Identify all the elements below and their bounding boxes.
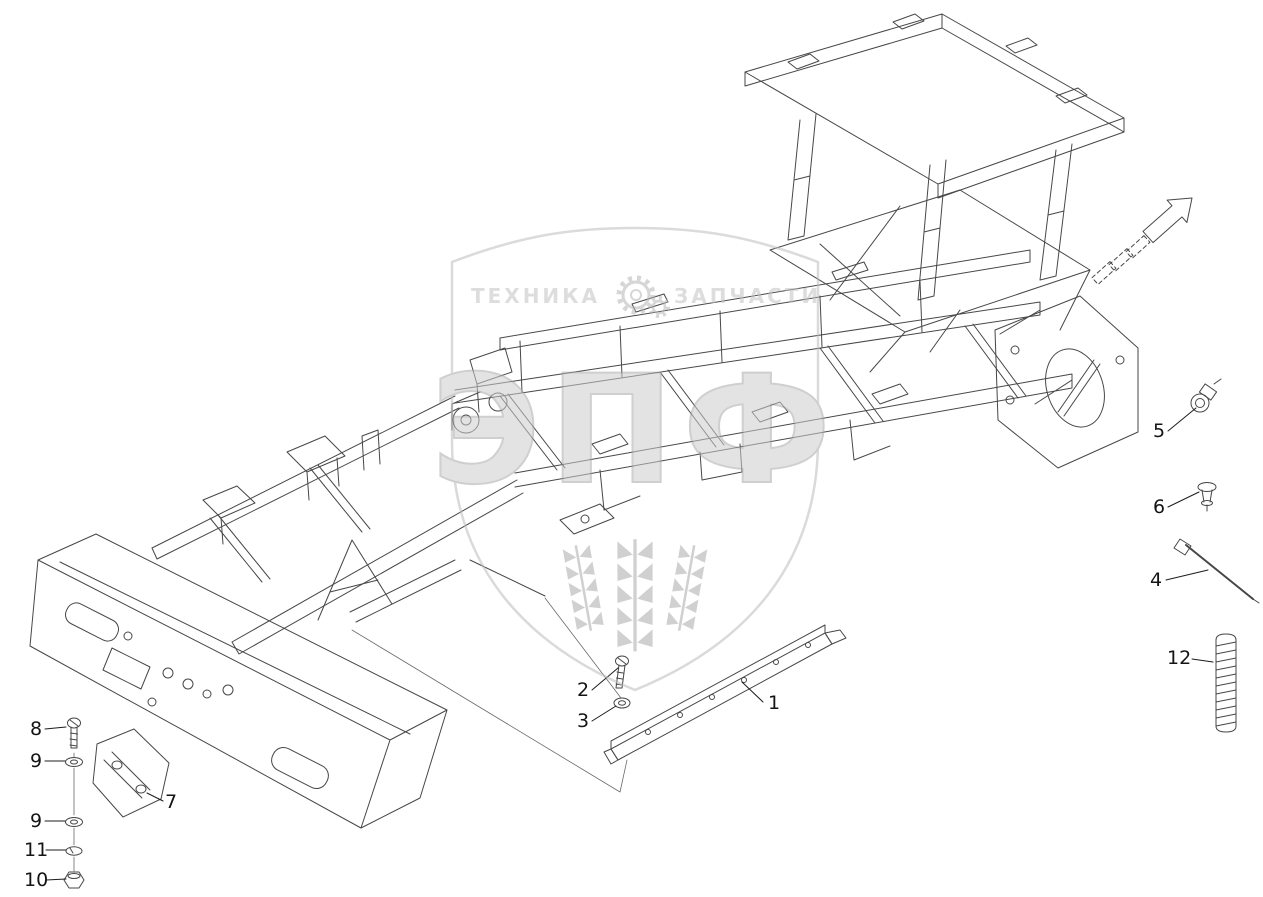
callout-3: 3 bbox=[577, 710, 590, 732]
part-5-hose-clamp-drawing bbox=[1190, 378, 1222, 413]
callout-5: 5 bbox=[1153, 420, 1166, 442]
part-11-spring-washer-drawing bbox=[65, 846, 83, 856]
projection-lines bbox=[351, 597, 628, 793]
part-9-washer-drawing-upper bbox=[65, 757, 83, 767]
part-9-washer-drawing-lower bbox=[65, 817, 83, 827]
front-bumper bbox=[29, 533, 448, 829]
callout-9-upper: 9 bbox=[30, 750, 43, 772]
part-4-cable-tie-drawing bbox=[1173, 538, 1260, 604]
watermark: ТЕХНИКА ЗАПЧАСТИ ЭПФ bbox=[430, 226, 839, 692]
front-frame bbox=[151, 395, 615, 655]
callout-12: 12 bbox=[1167, 647, 1192, 669]
part-6-clip-drawing bbox=[1197, 482, 1217, 512]
watermark-right-text: ЗАПЧАСТИ bbox=[674, 284, 821, 308]
part-10-nut-drawing bbox=[63, 871, 85, 889]
callout-11: 11 bbox=[24, 839, 49, 861]
callout-7: 7 bbox=[165, 791, 178, 813]
rear-frame-tower bbox=[744, 13, 1125, 373]
callout-9-lower: 9 bbox=[30, 810, 43, 832]
leader-lines bbox=[44, 407, 1214, 881]
wheat-ears-decoration bbox=[562, 539, 708, 652]
part-12-corrugated-hose-drawing bbox=[1215, 633, 1237, 733]
gear-icon bbox=[616, 275, 670, 318]
callout-6: 6 bbox=[1153, 496, 1166, 518]
part-8-screw-drawing bbox=[67, 717, 81, 749]
watermark-left-text: ТЕХНИКА bbox=[471, 284, 600, 308]
watermark-logo-text: ЭПФ bbox=[431, 344, 839, 518]
chassis-line-art bbox=[29, 13, 1260, 889]
callout-8: 8 bbox=[30, 718, 43, 740]
part-2-screw-drawing bbox=[615, 655, 629, 689]
direction-arrow-icon bbox=[1091, 197, 1193, 285]
callout-4: 4 bbox=[1150, 569, 1163, 591]
main-rails-rear bbox=[451, 249, 1073, 511]
part-3-washer-drawing bbox=[613, 697, 631, 709]
part-1-sill-rail-drawing bbox=[603, 624, 847, 765]
callout-2: 2 bbox=[577, 679, 590, 701]
callout-1: 1 bbox=[768, 692, 781, 714]
callout-10: 10 bbox=[24, 869, 49, 891]
part-7-bracket-drawing bbox=[92, 728, 170, 818]
gearbox-housing bbox=[994, 295, 1139, 469]
watermark-shield bbox=[450, 226, 820, 692]
